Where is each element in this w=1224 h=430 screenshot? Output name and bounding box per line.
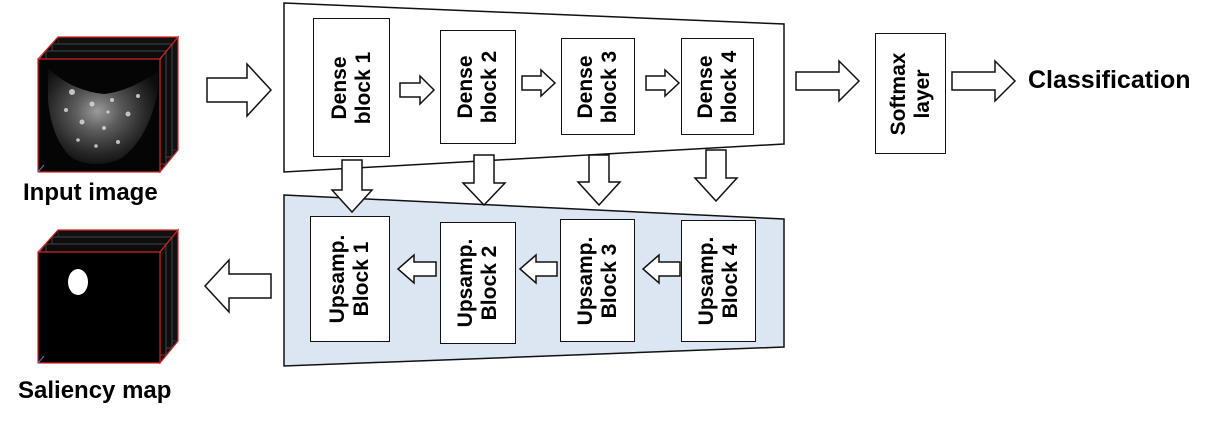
upsamp-block-1-line1: Upsamp. bbox=[326, 234, 349, 324]
softmax-line1: Softmax bbox=[886, 52, 910, 135]
dense-block-1-line1: Dense bbox=[327, 55, 351, 120]
saliency-map-label: Saliency map bbox=[18, 377, 172, 404]
input-image-label: Input image bbox=[23, 179, 158, 206]
dense-block-4-line1: Dense bbox=[693, 54, 717, 119]
arrow-softmax-to-classification bbox=[951, 59, 1017, 103]
arrow-decoder-to-saliency bbox=[203, 258, 272, 314]
arrow-dense-3-to-4 bbox=[645, 68, 681, 98]
upsamp-block-4-label: Upsamp. Block 4 bbox=[695, 237, 743, 326]
arrow-dense-4-to-upsamp-4 bbox=[693, 149, 739, 203]
dense-block-4: Dense block 4 bbox=[681, 38, 754, 135]
arrow-dense-1-to-2 bbox=[399, 74, 436, 106]
dense-block-1: Dense block 1 bbox=[313, 18, 390, 157]
arrow-dense-1-to-upsamp-1 bbox=[330, 159, 374, 214]
dense-block-3-line2: block 3 bbox=[598, 50, 621, 123]
dense-block-1-line2: block 1 bbox=[351, 51, 375, 124]
dense-block-2-label: Dense block 2 bbox=[454, 51, 502, 123]
arrow-dense-2-to-upsamp-2 bbox=[461, 154, 507, 207]
dense-block-2: Dense block 2 bbox=[440, 30, 516, 144]
arrow-upsamp-3-to-2 bbox=[518, 253, 558, 285]
saliency-blob bbox=[68, 269, 88, 295]
upsamp-block-3: Upsamp. Block 3 bbox=[560, 219, 635, 342]
arrow-dense-3-to-upsamp-3 bbox=[576, 154, 622, 207]
upsamp-block-3-line2: Block 3 bbox=[597, 243, 621, 318]
dense-block-3-label: Dense block 3 bbox=[574, 50, 622, 122]
softmax-line2: layer bbox=[910, 68, 934, 119]
softmax-layer: Softmax layer bbox=[875, 33, 946, 154]
upsamp-block-2-line1: Upsamp. bbox=[454, 238, 477, 328]
mri-tissue bbox=[48, 68, 158, 164]
upsamp-block-2-label: Upsamp. Block 2 bbox=[454, 239, 502, 328]
upsamp-block-4-line2: Block 4 bbox=[718, 243, 742, 319]
upsamp-block-2: Upsamp. Block 2 bbox=[440, 222, 516, 344]
upsamp-block-2-line2: Block 2 bbox=[478, 245, 501, 321]
dense-block-2-line2: block 2 bbox=[478, 50, 501, 124]
dense-block-4-line2: block 4 bbox=[717, 50, 741, 123]
dense-block-1-label: Dense block 1 bbox=[328, 51, 376, 123]
saliency-map-cube bbox=[37, 228, 180, 365]
dense-block-2-line1: Dense bbox=[454, 55, 477, 119]
softmax-layer-label: Softmax layer bbox=[887, 52, 935, 135]
dense-block-4-label: Dense block 4 bbox=[694, 50, 742, 122]
arrow-encoder-to-softmax bbox=[795, 59, 861, 103]
upsamp-block-3-label: Upsamp. Block 3 bbox=[574, 236, 622, 325]
input-image-cube bbox=[37, 35, 180, 174]
arrow-input-to-encoder bbox=[206, 62, 273, 118]
upsamp-block-4-line1: Upsamp. bbox=[694, 236, 718, 326]
upsamp-block-4: Upsamp. Block 4 bbox=[681, 220, 756, 342]
upsamp-block-1-line2: Block 1 bbox=[350, 241, 373, 317]
dense-block-3: Dense block 3 bbox=[561, 38, 635, 135]
arrow-upsamp-2-to-1 bbox=[396, 253, 437, 285]
dense-block-3-line1: Dense bbox=[574, 54, 597, 119]
upsamp-block-3-line1: Upsamp. bbox=[573, 236, 597, 325]
upsamp-block-1: Upsamp. Block 1 bbox=[310, 216, 390, 342]
arrow-upsamp-4-to-3 bbox=[641, 253, 681, 285]
upsamp-block-1-label: Upsamp. Block 1 bbox=[326, 235, 374, 324]
arrow-dense-2-to-3 bbox=[521, 68, 557, 98]
classification-label: Classification bbox=[1028, 66, 1191, 94]
